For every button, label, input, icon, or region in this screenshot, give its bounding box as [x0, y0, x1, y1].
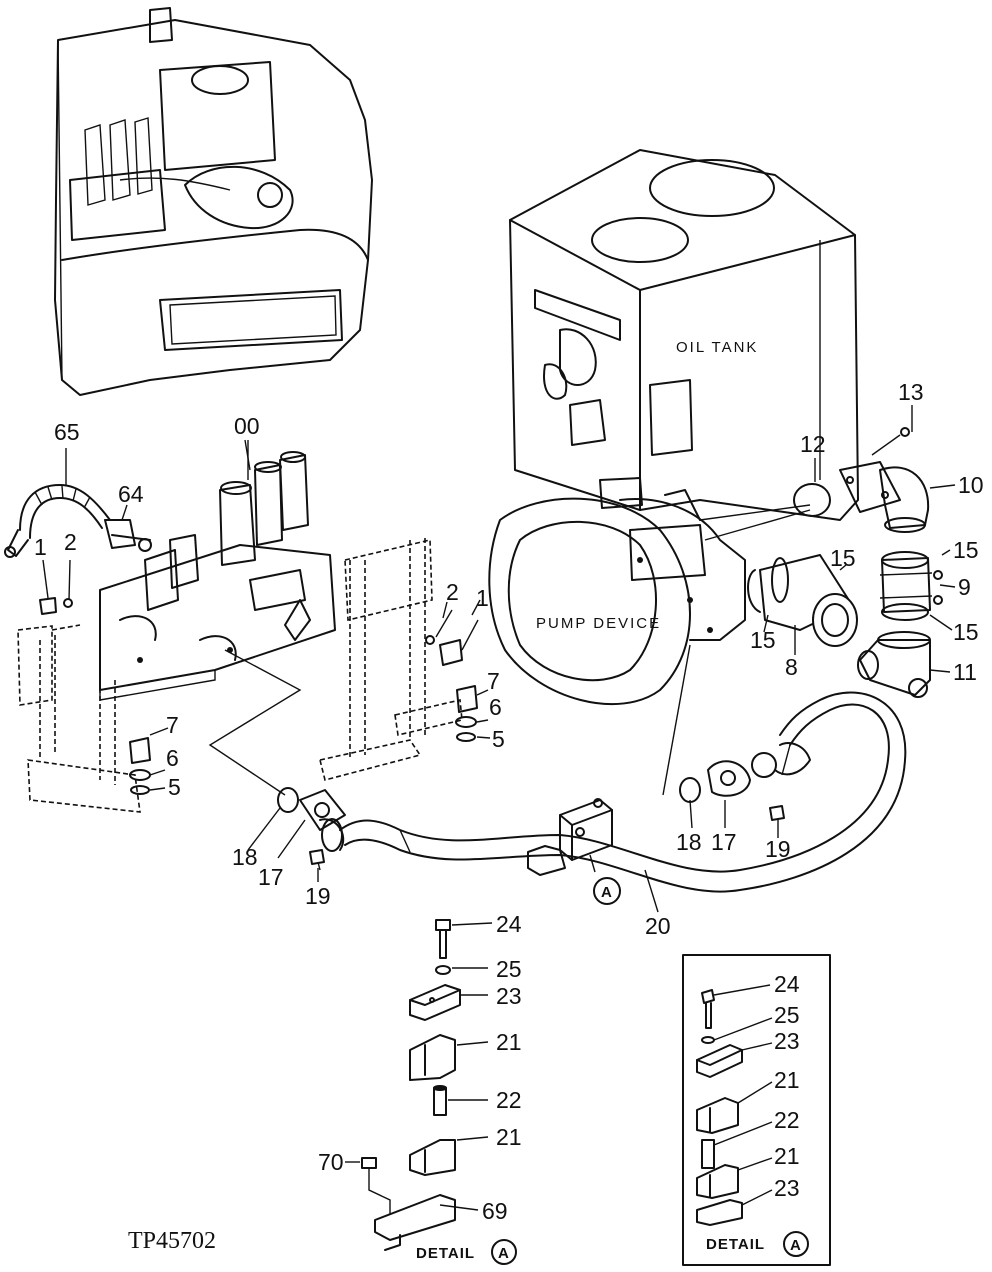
detail-label-box: DETAIL [706, 1236, 765, 1253]
callout-23-box-upper: 23 [774, 1028, 800, 1054]
leader-detail-marker [589, 854, 596, 873]
delivery-hose-20 [319, 691, 907, 893]
detail-label-center: DETAIL [416, 1245, 475, 1262]
detail-marker-on-hose [593, 877, 621, 905]
callout-6-left: 6 [166, 745, 179, 771]
callout-21-center-lower: 21 [496, 1124, 522, 1150]
callout-15-upper: 15 [953, 537, 979, 563]
leaders-center-detail [345, 922, 493, 1211]
gasket-12 [793, 483, 831, 517]
callout-00: 00 [234, 413, 260, 439]
callout-65: 65 [54, 419, 80, 445]
detail-marker-center-text: A [498, 1245, 509, 1262]
leader-valve-pipe [208, 649, 302, 796]
callout-15-lower: 15 [953, 619, 979, 645]
bolts-right [425, 609, 491, 742]
detail-marker-on-hose-text: A [601, 884, 612, 901]
callout-21-box-upper: 21 [774, 1067, 800, 1093]
callout-17-left: 17 [258, 864, 284, 890]
hose-9 [879, 551, 943, 621]
callout-13: 13 [898, 379, 924, 405]
elbow-11 [857, 631, 931, 698]
callout-2-right: 2 [446, 579, 459, 605]
callout-23-center: 23 [496, 983, 522, 1009]
detail-box-parts [696, 984, 773, 1226]
flange-17-right [679, 760, 785, 821]
pump-device-caption: PUMP DEVICE [536, 615, 661, 632]
oil-tank [509, 149, 859, 521]
callout-25-center: 25 [496, 956, 522, 982]
callout-5-right: 5 [492, 726, 505, 752]
callout-6-right: 6 [489, 694, 502, 720]
exploded-detail [361, 919, 461, 1251]
callout-17-right: 17 [711, 829, 737, 855]
pump-device [488, 477, 811, 796]
callout-19-left: 19 [305, 883, 331, 909]
detail-marker-box-text: A [790, 1237, 801, 1254]
oil-tank-caption: OIL TANK [676, 339, 758, 356]
callout-25-box: 25 [774, 1002, 800, 1028]
callout-70: 70 [318, 1149, 344, 1175]
callout-9: 9 [958, 574, 971, 600]
right-bracket [319, 538, 463, 781]
callout-7-right: 7 [487, 668, 500, 694]
detail-marker-center [491, 1239, 517, 1265]
detail-marker-box [783, 1231, 809, 1257]
hose-clamp-block [527, 798, 613, 876]
callout-7-left: 7 [166, 712, 179, 738]
callout-11: 11 [953, 659, 977, 685]
callout-12: 12 [800, 431, 826, 457]
callout-24-center: 24 [496, 911, 522, 937]
callout-20: 20 [645, 913, 671, 939]
callout-19-right: 19 [765, 836, 791, 862]
callout-15-left: 15 [750, 627, 776, 653]
suction-pipe-8 [747, 554, 858, 647]
callout-23-box-lower: 23 [774, 1175, 800, 1201]
bolts-left [39, 559, 169, 795]
elbow-flange-10 [839, 427, 930, 533]
callout-21-center-upper: 21 [496, 1029, 522, 1055]
flange-17-left [277, 787, 346, 871]
pilot-hose-65 [4, 484, 152, 558]
leaders-misc [65, 405, 956, 913]
drawing-code: TP45702 [128, 1228, 216, 1254]
callout-18-left: 18 [232, 844, 258, 870]
callout-18-right: 18 [676, 829, 702, 855]
detail-box [682, 954, 831, 1266]
callout-8: 8 [785, 654, 798, 680]
control-valve-00 [99, 439, 336, 701]
callout-64: 64 [118, 481, 144, 507]
callout-22-center: 22 [496, 1087, 522, 1113]
callout-15-pipe: 15 [830, 545, 856, 571]
callout-2-left: 2 [64, 529, 77, 555]
callout-10: 10 [958, 472, 984, 498]
callout-21-box-lower: 21 [774, 1143, 800, 1169]
callout-5-left: 5 [168, 774, 181, 800]
callout-22-box: 22 [774, 1107, 800, 1133]
callout-1-right: 1 [476, 585, 489, 611]
callout-69: 69 [482, 1198, 508, 1224]
callout-24-box: 24 [774, 971, 800, 997]
machine-overview [54, 7, 373, 396]
callout-1-left: 1 [34, 534, 47, 560]
left-bracket [17, 624, 141, 813]
